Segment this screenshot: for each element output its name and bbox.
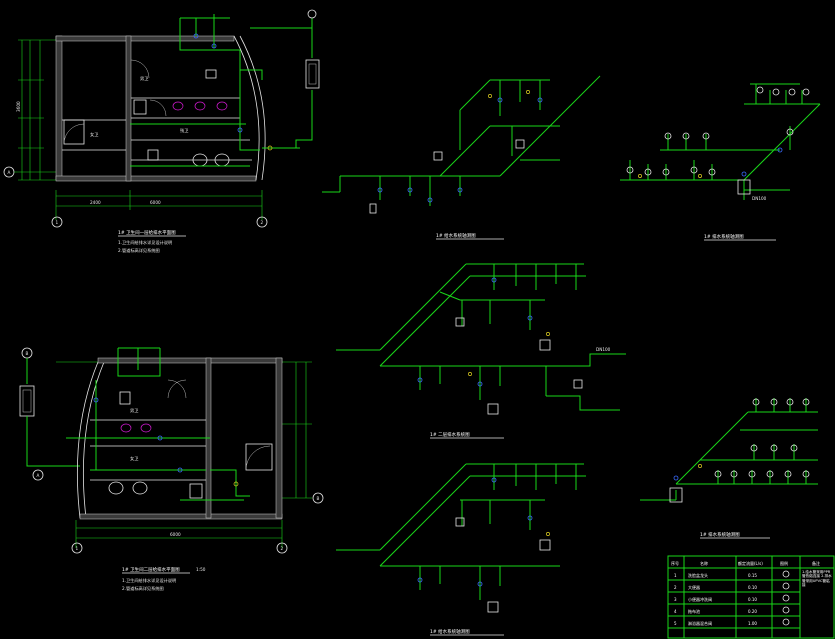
axis-label-2: 2 (261, 220, 264, 225)
legend-remark-text: 1.给水管采用PPR管热熔连接 2.排水管采用UPVC管粘接 (802, 570, 832, 588)
plan-top-dim-label: 3600 (16, 101, 21, 112)
legend-row-name: 大便器 (688, 584, 700, 590)
system-4-caption: 1# 给水系统轴测图 (430, 628, 470, 635)
legend-row: 4 拖布池 0.20 (674, 606, 790, 614)
axis-bubble-1 (51, 216, 63, 228)
legend-row-name: 拖布池 (688, 608, 700, 614)
legend-header-name: 名称 (700, 560, 708, 566)
plan-top-pipes (130, 9, 320, 167)
axis-label-a: A (8, 170, 11, 175)
axis-bubble-1-bottom (71, 542, 83, 554)
system-diagram-4: 1# 给水系统轴测图 (336, 463, 586, 636)
plan-bottom-note-2: 2.管道标高详见系统图 (122, 585, 164, 592)
legend-row-flow: 1.00 (748, 621, 757, 626)
plan-bottom-fixtures (108, 391, 203, 499)
system-2-fixture-markers (626, 86, 810, 176)
system-diagram-2: 1# 排水系统轴测图 DN100 (620, 83, 821, 241)
axis-label-right: B (317, 496, 320, 501)
legend-row-name: 洗脸盆龙头 (688, 572, 708, 578)
axis-bubble-2 (256, 216, 268, 228)
legend-circle-icon (782, 570, 790, 578)
system-5-caption: 1# 排水系统轴测图 (700, 531, 740, 538)
system-1-caption: 1# 给水系统轴测图 (436, 232, 476, 239)
legend-row-no: 2 (674, 585, 677, 590)
axis-label-2-bottom: 2 (281, 546, 284, 551)
legend-circle-icon (782, 618, 790, 626)
plan-top-dim-total: 6000 (150, 200, 161, 205)
legend-row: 5 淋浴器混合阀 1.00 (674, 618, 790, 626)
legend-row: 1 洗脸盆龙头 0.15 (674, 570, 790, 578)
legend-circle-icon (782, 606, 790, 614)
legend-circle-icon (782, 582, 790, 590)
system-2-caption: 1# 排水系统轴测图 (704, 233, 744, 240)
plan-top-dimensions: 3600 6000 2400 (16, 39, 263, 220)
system-2-pipe-tag: DN100 (752, 196, 767, 201)
plan-top-fixtures (133, 69, 230, 167)
plan-bottom-note-1: 1.卫生间给排水详见设计说明 (122, 577, 176, 584)
legend-row-flow: 0.15 (748, 573, 757, 578)
plan-top-note-2: 2.管道标高详见系统图 (118, 247, 160, 254)
legend-header-icon: 图例 (780, 560, 788, 566)
room-label-women: 女卫 (90, 131, 98, 138)
legend-row-flow: 0.10 (748, 597, 757, 602)
legend-row-no: 4 (674, 609, 677, 614)
legend-header-no: 序号 (671, 560, 679, 566)
legend-row-flow: 0.20 (748, 609, 757, 614)
legend-row-flow: 0.10 (748, 585, 757, 590)
axis-bubble-2-bottom (276, 542, 288, 554)
plan-top-dim-b: 2400 (90, 200, 101, 205)
legend-header-flow: 额定流量(L/s) (738, 560, 763, 566)
room-label-men: 男卫 (140, 76, 148, 82)
legend-row: 3 小便器冲洗阀 0.10 (674, 594, 790, 602)
system-diagram-3: DN100 1# 二层排水系统图 (336, 263, 626, 439)
plan-bottom-dim-total: 6000 (170, 532, 181, 537)
axis-label-1: 1 (56, 220, 59, 225)
legend-row-no: 1 (674, 573, 677, 578)
legend-remark-cell: 1.给水管采用PPR管热熔连接 2.排水管采用UPVC管粘接 (802, 570, 832, 588)
axis-bubble-a-bottom (32, 469, 44, 481)
system-diagram-1: 1# 给水系统轴测图 (322, 75, 601, 240)
plan-bottom-caption: 1# 卫生间二层给排水平面图 (122, 566, 180, 573)
riser-box-top (305, 59, 320, 89)
system-3-drops (419, 264, 577, 400)
plan-bottom-scale: 1:50 (196, 567, 206, 572)
legend-row-no: 3 (674, 597, 677, 602)
system-2-risers (629, 90, 803, 180)
axis-label-a-bottom: A (37, 473, 40, 478)
plan-top-caption: 1# 卫生间一层给排水平面图 (118, 229, 176, 236)
plan-top: 3600 6000 2400 A 1 2 (3, 9, 320, 254)
plan-bottom-pipes (66, 347, 250, 501)
axis-bubble-right (312, 492, 324, 504)
legend-row-no: 5 (674, 621, 677, 626)
system-diagram-5: 1# 排水系统轴测图 (640, 398, 818, 539)
axis-label-b: B (26, 351, 29, 356)
system-4-drops (419, 464, 577, 600)
room-label-men-bottom: 男卫 (130, 408, 138, 414)
plan-top-walls (55, 35, 266, 182)
plan-bottom: B A B 6000 1 2 (19, 347, 324, 592)
legend-circle-icon (782, 594, 790, 602)
room-label-women-bottom: 女卫 (130, 455, 138, 462)
legend-row-name: 小便器冲洗阀 (688, 596, 712, 602)
system-3-caption: 1# 二层排水系统图 (430, 431, 470, 438)
legend-header-remark: 备注 (812, 560, 820, 566)
plan-top-note-1: 1.卫生间给排水详见设计说明 (118, 239, 172, 246)
legend-row-name: 淋浴器混合阀 (688, 620, 712, 626)
legend-table-border (667, 555, 835, 639)
system-5-fixture-markers (714, 398, 810, 478)
room-label-accessible: 残卫 (180, 127, 188, 134)
legend-row: 2 大便器 0.10 (674, 582, 790, 590)
system-3-pipe-tag: DN100 (596, 347, 611, 352)
legend-table: 序号 名称 额定流量(L/s) 图例 备注 1 洗脸盆龙头 0.15 2 大便器… (667, 555, 835, 639)
axis-label-1-bottom: 1 (76, 546, 79, 551)
